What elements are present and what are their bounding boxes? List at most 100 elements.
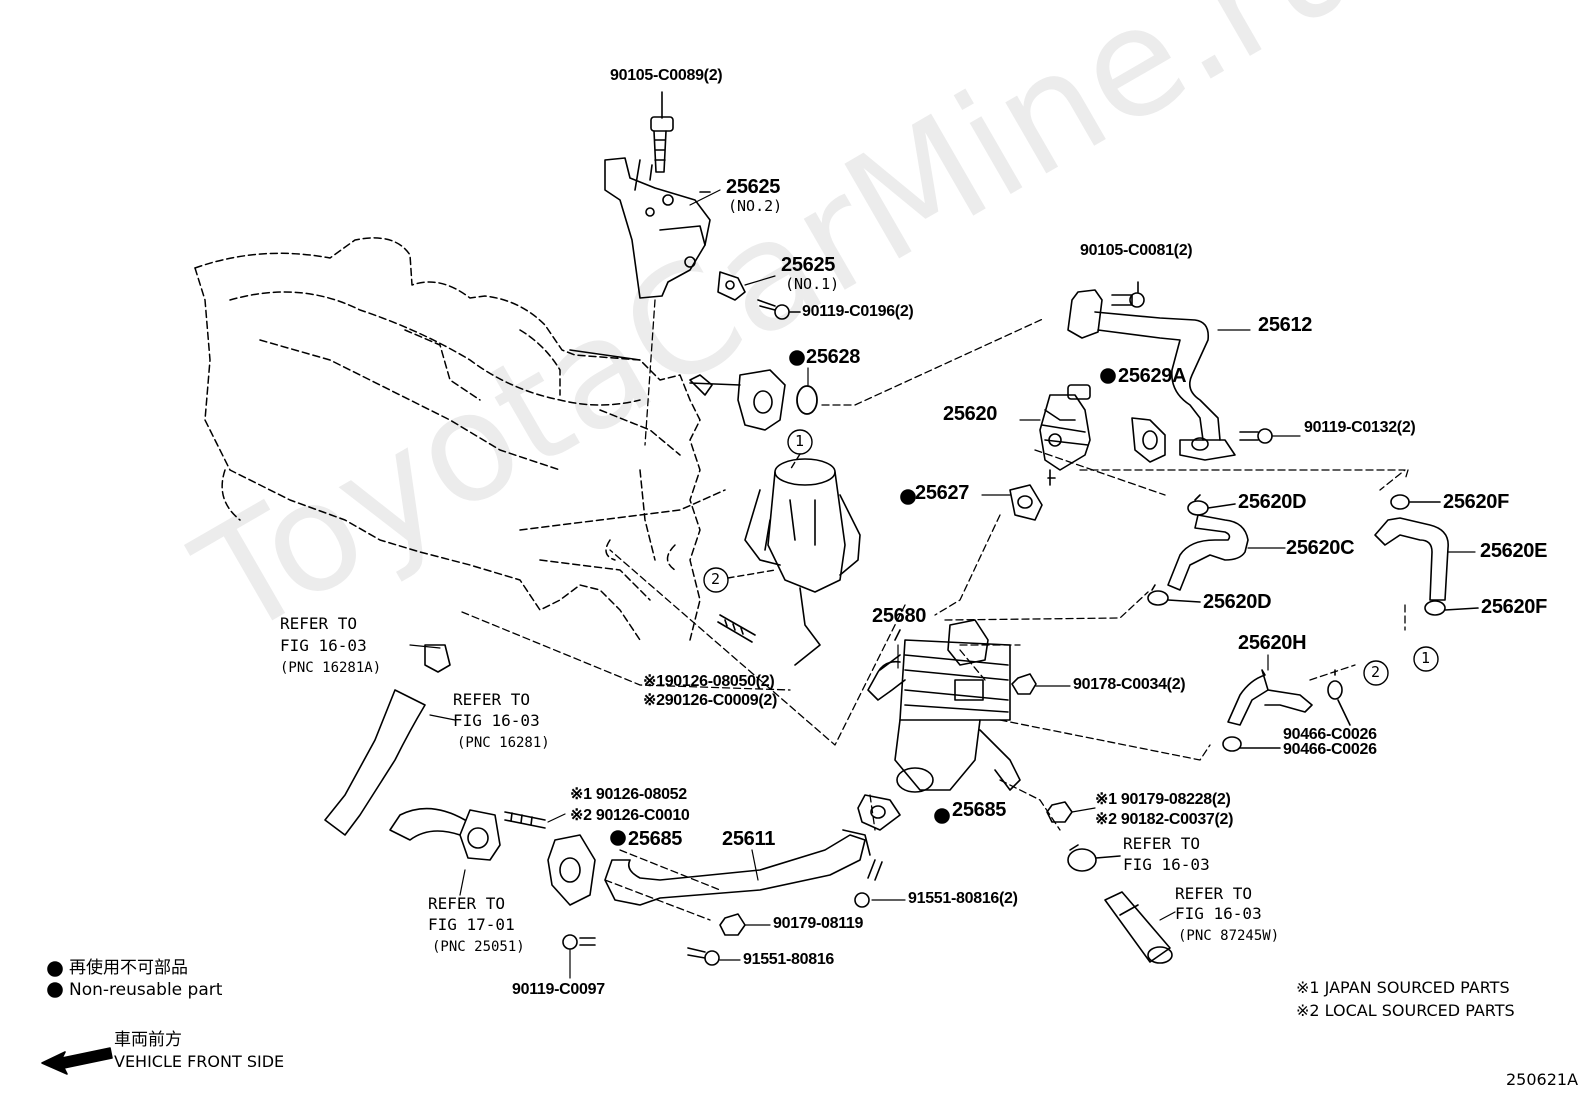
label-bracket-no2: (NO.2) — [728, 197, 783, 215]
ref3-line1: REFER TO — [428, 894, 506, 913]
ref5-line1: REFER TO — [1175, 884, 1253, 903]
label-pipe-25611: 25611 — [722, 828, 776, 850]
label-clip-25620f-b: 25620F — [1481, 596, 1548, 618]
bolt-91551-80816-2 — [854, 859, 906, 908]
clamp-90466-a — [1327, 669, 1351, 726]
ref2-line2: FIG 16-03 — [453, 711, 540, 730]
label-hose-25620e: 25620E — [1480, 540, 1548, 562]
ref4-line2: FIG 16-03 — [1123, 855, 1210, 874]
label-gasket-25685-b: 25685 — [952, 799, 1007, 821]
ref1-line3: (PNC 16281A) — [280, 660, 382, 676]
egr-cooler-25620 — [1019, 384, 1091, 486]
leader-lines — [461, 299, 1409, 921]
ref1-line2: FIG 16-03 — [280, 636, 367, 655]
hose-25620c — [1167, 514, 1286, 591]
ref5-line2: FIG 16-03 — [1175, 904, 1262, 923]
legend-front-jp: 車両前方 — [114, 1030, 182, 1050]
bolt-90119-c0196 — [757, 299, 801, 320]
label-hose-25620c: 25620C — [1286, 537, 1355, 559]
gasket-25627 — [981, 484, 1043, 521]
figure-id: 250621A — [1506, 1070, 1579, 1089]
label-hose-25620h: 25620H — [1238, 632, 1307, 654]
pipe-25611 — [604, 829, 871, 906]
intake-throttle — [744, 458, 861, 666]
label-nut-c1: ※1 90179-08228(2) — [1095, 791, 1231, 808]
bolt-90119-c0097 — [562, 934, 596, 979]
circle-num-2a: 2 — [711, 570, 721, 588]
label-bolt-90119-c0196: 90119-C0196(2) — [802, 303, 914, 320]
hose-ref-87245w — [1104, 891, 1176, 964]
label-stud-1: ※190126-08050(2) — [643, 673, 775, 690]
pipe-25612 — [1067, 289, 1251, 461]
label-pipe-25612: 25612 — [1258, 314, 1313, 336]
egr-flange — [689, 369, 786, 431]
clamp-ref-16-03 — [1067, 844, 1121, 872]
bolt-90105-c0089 — [650, 91, 674, 173]
stud-90126-08052 — [504, 811, 566, 829]
pipe-ref-25051 — [389, 807, 501, 896]
hose-25620e — [1374, 517, 1476, 601]
gasket-25685-right — [857, 794, 901, 831]
clip-25620d-a — [1187, 494, 1236, 516]
hose-25620h — [1227, 654, 1313, 726]
gasket-25685-left — [547, 834, 596, 906]
label-stud-b1: ※1 90126-08052 — [570, 786, 687, 803]
ref2-line3: (PNC 16281) — [457, 735, 550, 751]
hose-ref-16281 — [324, 689, 456, 836]
label-bolt-90119-c0132: 90119-C0132(2) — [1304, 419, 1416, 436]
ref3-line3: (PNC 25051) — [432, 939, 525, 955]
stud-90126-08050 — [717, 614, 756, 643]
label-stud-2: ※290126-C0009(2) — [643, 692, 778, 709]
label-bolt-91551-2: 91551-80816(2) — [908, 890, 1018, 907]
circle-num-1b: 1 — [1421, 649, 1431, 667]
label-bracket-25625b: 25625 — [781, 254, 836, 276]
label-clip-25620f-a: 25620F — [1443, 491, 1510, 513]
nut-90179-08228 — [1046, 801, 1096, 823]
clip-25620f-b — [1424, 600, 1479, 616]
bolt-90105-c0081 — [1111, 281, 1145, 308]
label-clip-25620d-a: 25620D — [1238, 491, 1307, 513]
label-bolt-90105-c0089: 90105-C0089(2) — [610, 67, 723, 84]
label-bolt-90119-c0097: 90119-C0097 — [512, 981, 605, 998]
vehicle-front-arrow — [41, 1047, 113, 1075]
gasket-25629a — [1131, 417, 1166, 463]
ref3-line2: FIG 17-01 — [428, 915, 515, 934]
nut-90179-08119 — [719, 913, 771, 936]
clamp-90466-b — [1222, 736, 1281, 752]
label-nut-90179: 90179-08119 — [773, 915, 864, 932]
ref1-line1: REFER TO — [280, 614, 358, 633]
nut-90178-c0034 — [1011, 673, 1071, 695]
note-japan-sourced: ※1 JAPAN SOURCED PARTS — [1296, 978, 1510, 997]
label-clamp-b: 90466-C0026 — [1283, 741, 1377, 758]
label-gasket-25627: 25627 — [915, 482, 970, 504]
label-valve-25680: 25680 — [872, 605, 927, 627]
bolt-91551-80816 — [687, 947, 741, 966]
clip-25620d-b — [1147, 584, 1201, 606]
label-clip-25620d-b: 25620D — [1203, 591, 1272, 613]
ref4-line1: REFER TO — [1123, 834, 1201, 853]
label-gasket-25628: 25628 — [806, 346, 861, 368]
ref5-line3: (PNC 87245W) — [1178, 928, 1280, 944]
egr-valve-25680 — [867, 619, 1021, 793]
label-clamp-a: 90466-C0026 — [1283, 726, 1377, 743]
gasket-25628-ring — [796, 385, 818, 415]
label-nut-90178: 90178-C0034(2) — [1073, 676, 1186, 693]
legend-nonreusable-en: Non-reusable part — [69, 980, 223, 1000]
circle-callouts — [703, 429, 1439, 686]
bracket-25625-no1 — [717, 271, 776, 301]
bracket-25625-no2 — [604, 157, 711, 299]
label-gasket-25629a: 25629A — [1118, 365, 1187, 387]
label-bolt-91551: 91551-80816 — [743, 951, 835, 968]
engine-outline — [194, 237, 726, 641]
label-stud-b2: ※2 90126-C0010 — [570, 807, 690, 824]
legend-nonreusable-jp: 再使用不可部品 — [69, 958, 188, 978]
circle-num-2b: 2 — [1371, 663, 1381, 681]
label-gasket-25685-a: 25685 — [628, 828, 683, 850]
hose-ref-16281a — [409, 644, 451, 673]
label-bolt-90105-c0081: 90105-C0081(2) — [1080, 242, 1193, 259]
note-local-sourced: ※2 LOCAL SOURCED PARTS — [1296, 1001, 1515, 1020]
clip-25620f-a — [1390, 494, 1441, 510]
label-bracket-no1: (NO.1) — [785, 275, 840, 293]
label-nut-c2: ※2 90182-C0037(2) — [1095, 811, 1234, 828]
